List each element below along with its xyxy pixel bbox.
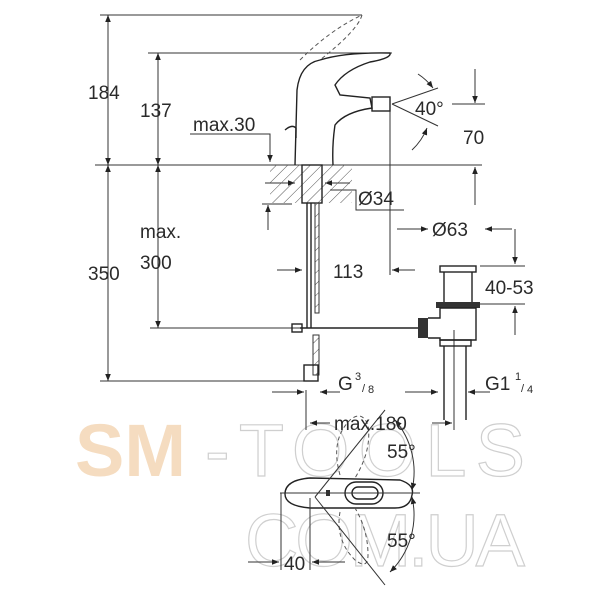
dim-spout-reach: 113 [333,262,363,283]
angle-lower: 55° [387,531,416,552]
dim-max-thickness: max.30 [193,115,255,136]
svg-text:/: / [362,383,366,395]
dim-spout-offset: 70 [463,128,484,149]
faucet-top-view [248,409,420,586]
angle-upper: 55° [387,442,416,463]
dim-hole-diameter: Ø34 [358,189,394,210]
svg-text:G1: G1 [485,374,510,395]
svg-text:4: 4 [527,384,533,396]
dim-max-depth-label: max. [140,222,181,243]
svg-text:3: 3 [355,371,361,383]
watermark-domain: COM.UA [245,499,526,582]
svg-text:8: 8 [368,384,374,396]
dim-width: 40 [284,554,305,575]
dim-total-height: 184 [88,83,120,104]
dim-max-depth-value: 300 [140,253,172,274]
thread-supply-label: G 3 / 8 [338,371,374,396]
dim-max-spacing: max.180 [334,414,407,435]
faucet-side-view [270,14,480,420]
svg-text:1: 1 [515,371,521,383]
thread-waste-label: G1 1 / 4 [485,371,533,396]
dim-spray-angle: 40° [415,99,444,120]
dim-hose-length: 350 [88,264,120,285]
svg-text:/: / [521,383,525,395]
dim-waste-range: 40-53 [485,278,534,299]
dim-spout-height: 137 [140,101,172,122]
dimension-arrows [105,15,525,430]
watermark-sm: SM [75,409,186,492]
svg-text:G: G [338,374,353,395]
dim-waste-diameter: Ø63 [432,220,468,241]
